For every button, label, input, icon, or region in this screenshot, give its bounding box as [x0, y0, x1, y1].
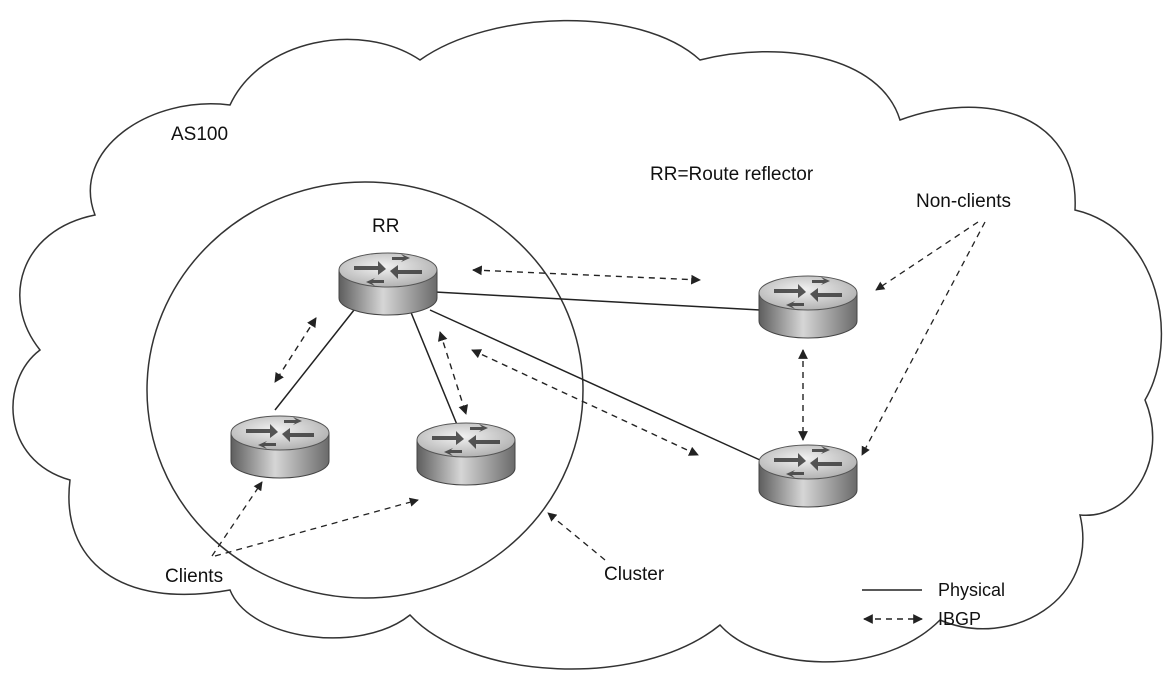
cluster-label: Cluster: [604, 564, 665, 585]
legend-physical-label: Physical: [938, 580, 1005, 600]
legend: Physical IBGP: [862, 580, 1005, 629]
pointer-clients-right: [214, 497, 419, 557]
clients-label: Clients: [165, 566, 223, 587]
ibgp-rr-nonclient-bottom: [471, 349, 699, 456]
pointer-clients-left: [211, 481, 263, 557]
rr-label: RR: [372, 216, 399, 237]
router-client-right-icon: [416, 422, 516, 486]
router-nonclient-top-icon: [758, 275, 858, 339]
router-rr-icon: [338, 252, 438, 316]
routers: [230, 252, 858, 508]
router-client-left-icon: [230, 415, 330, 479]
non-clients-label: Non-clients: [916, 191, 1011, 212]
rr-definition-label: RR=Route reflector: [650, 164, 814, 185]
ibgp-rr-nonclient-top: [472, 265, 701, 285]
legend-ibgp-label: IBGP: [938, 609, 981, 629]
as-label: AS100: [171, 124, 228, 145]
ibgp-rr-client-left: [274, 317, 317, 383]
ibgp-rr-client-right: [437, 331, 469, 415]
pointer-cluster: [547, 512, 606, 561]
ibgp-sessions: [274, 265, 808, 456]
link-rr-nonclient-top: [434, 291, 761, 311]
router-nonclient-bottom-icon: [758, 444, 858, 508]
as-cloud: [12, 19, 1163, 670]
pointer-nonclients-top: [875, 221, 979, 291]
label-pointers: [211, 221, 986, 561]
